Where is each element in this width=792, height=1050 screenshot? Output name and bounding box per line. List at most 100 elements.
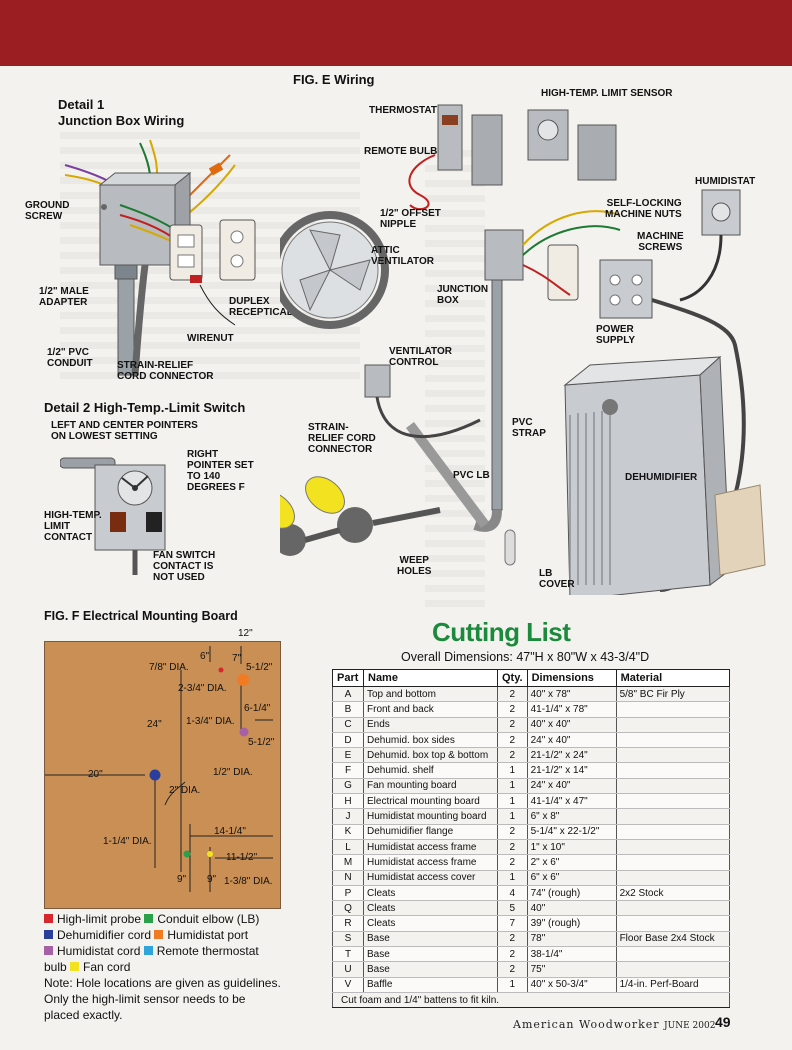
legend-note: Note: Hole locations are given as guidel… <box>44 976 281 1022</box>
cell-name: Dehumid. box top & bottom <box>363 747 498 764</box>
cell-qty: 2 <box>497 824 528 840</box>
label-self-locking-nuts: SELF-LOCKING MACHINE NUTS <box>605 198 682 220</box>
label-pvc-strap: PVC STRAP <box>512 417 546 439</box>
cell-qty: 1 <box>497 793 528 810</box>
cutting-list-footnote-row: Cut foam and 1/4" battens to fit kiln. <box>332 992 730 1009</box>
cell-qty: 1 <box>497 778 528 795</box>
label-right-pointer: RIGHT POINTER SET TO 140 DEGREES F <box>187 449 254 493</box>
cell-part: T <box>332 946 364 963</box>
cell-qty: 7 <box>497 915 528 932</box>
label-wirenut: WIRENUT <box>187 333 234 344</box>
cell-qty: 2 <box>497 717 528 733</box>
dim-7: 7" <box>232 653 242 664</box>
cell-part: J <box>332 808 364 825</box>
cell-material <box>615 762 731 779</box>
junction-box-wiring-illustration <box>64 139 256 376</box>
cell-name: Humidistat access frame <box>363 854 498 871</box>
cell-name: Dehumid. shelf <box>363 762 498 779</box>
cell-qty: 2 <box>497 946 528 963</box>
cell-material <box>615 808 731 825</box>
label-humidistat: HUMIDISTAT <box>695 176 756 187</box>
cell-name: Humidistat mounting board <box>363 808 498 825</box>
label-strain-relief-d1: STRAIN-RELIEF CORD CONNECTOR <box>117 360 214 382</box>
cell-part: D <box>332 732 364 749</box>
legend-high-limit: High-limit probe <box>57 912 142 926</box>
legend-dehumid-cord: Dehumidifier cord <box>57 928 152 942</box>
cell-part: V <box>332 977 364 993</box>
cell-qty: 4 <box>497 885 528 902</box>
cell-part: A <box>332 686 364 703</box>
dim-24: 24" <box>147 719 162 730</box>
cell-material <box>615 778 731 795</box>
cell-qty: 2 <box>497 701 528 718</box>
cell-name: Base <box>363 946 498 963</box>
cell-part: E <box>332 747 364 764</box>
cell-material: 1/4-in. Perf-Board <box>615 977 731 993</box>
dim-14-1-4: 14-1/4" <box>214 826 246 837</box>
legend-remote-thermo: Remote thermostat <box>156 944 259 958</box>
label-duplex: DUPLEX RECEPTICAL <box>229 296 293 318</box>
cell-name: Humidistat access frame <box>363 839 498 856</box>
cell-qty: 2 <box>497 931 528 948</box>
cell-name: Dehumid. box sides <box>363 732 498 749</box>
cell-material <box>615 870 731 886</box>
cell-material: 2x2 Stock <box>615 885 731 902</box>
cell-qty: 1 <box>497 870 528 886</box>
header-qty: Qty. <box>497 669 528 687</box>
high-temp-limit-switch-illustration <box>60 457 166 575</box>
cell-part: L <box>332 839 364 856</box>
cell-part: R <box>332 915 364 932</box>
dim-1-2-dia: 1/2" DIA. <box>213 767 253 778</box>
label-machine-screws: MACHINE SCREWS <box>637 231 684 253</box>
cyan-swatch <box>143 946 153 955</box>
dim-1-3-4-dia: 1-3/4" DIA. <box>186 716 235 727</box>
cell-part: C <box>332 717 364 733</box>
cutting-list-header-row: Part Name Qty. Dimensions Material <box>332 669 731 687</box>
cell-material: Floor Base 2x4 Stock <box>615 931 731 948</box>
cell-material <box>615 793 731 810</box>
cell-part: S <box>332 931 364 948</box>
cell-dimensions: 21-1/2" x 14" <box>526 762 617 779</box>
cell-material <box>615 732 731 749</box>
cell-name: Dehumidifier flange <box>363 824 498 840</box>
cell-material <box>615 717 731 733</box>
dim-12: 12" <box>238 628 253 639</box>
yellow-swatch <box>70 962 80 971</box>
cell-part: G <box>332 778 364 795</box>
purple-swatch <box>44 946 53 955</box>
label-strain-relief-main: STRAIN- RELIEF CORD CONNECTOR <box>308 422 376 455</box>
cell-name: Cleats <box>363 900 498 917</box>
cell-dimensions: 39" (rough) <box>526 915 617 932</box>
cell-qty: 2 <box>497 961 528 978</box>
magazine-name: American Woodworker <box>513 1018 660 1031</box>
cell-name: Ends <box>363 717 498 733</box>
bleed-through-text-2 <box>425 130 485 610</box>
mounting-board-dimensions <box>45 646 273 892</box>
label-attic-ventilator: ATTIC VENTILATOR <box>371 245 434 267</box>
cell-part: F <box>332 762 364 779</box>
dim-2-3-4-dia: 2-3/4" DIA. <box>178 683 227 694</box>
cell-qty: 2 <box>497 854 528 871</box>
dim-9-a: 9" <box>177 874 187 885</box>
cell-part: H <box>332 793 364 810</box>
dim-2-dia: 2" DIA. <box>169 785 201 796</box>
cell-material: 5/8" BC Fir Ply <box>615 686 731 703</box>
label-high-temp-sensor: HIGH-TEMP. LIMIT SENSOR <box>541 88 673 99</box>
cell-dimensions: 40" x 40" <box>526 717 617 733</box>
cell-qty: 2 <box>497 747 528 764</box>
cell-dimensions: 24" x 40" <box>526 778 617 795</box>
issue-date: JUNE 2002 <box>664 1021 716 1031</box>
fig-f-legend: High-limit probe Conduit elbow (LB) Dehu… <box>44 911 284 1023</box>
cell-name: Top and bottom <box>363 686 498 703</box>
cell-name: Fan mounting board <box>363 778 498 795</box>
cell-material <box>615 701 731 718</box>
label-offset-nipple: 1/2" OFFSET NIPPLE <box>380 208 441 230</box>
cell-name: Cleats <box>363 885 498 902</box>
legend-humid-cord: Humidistat cord <box>57 944 141 958</box>
